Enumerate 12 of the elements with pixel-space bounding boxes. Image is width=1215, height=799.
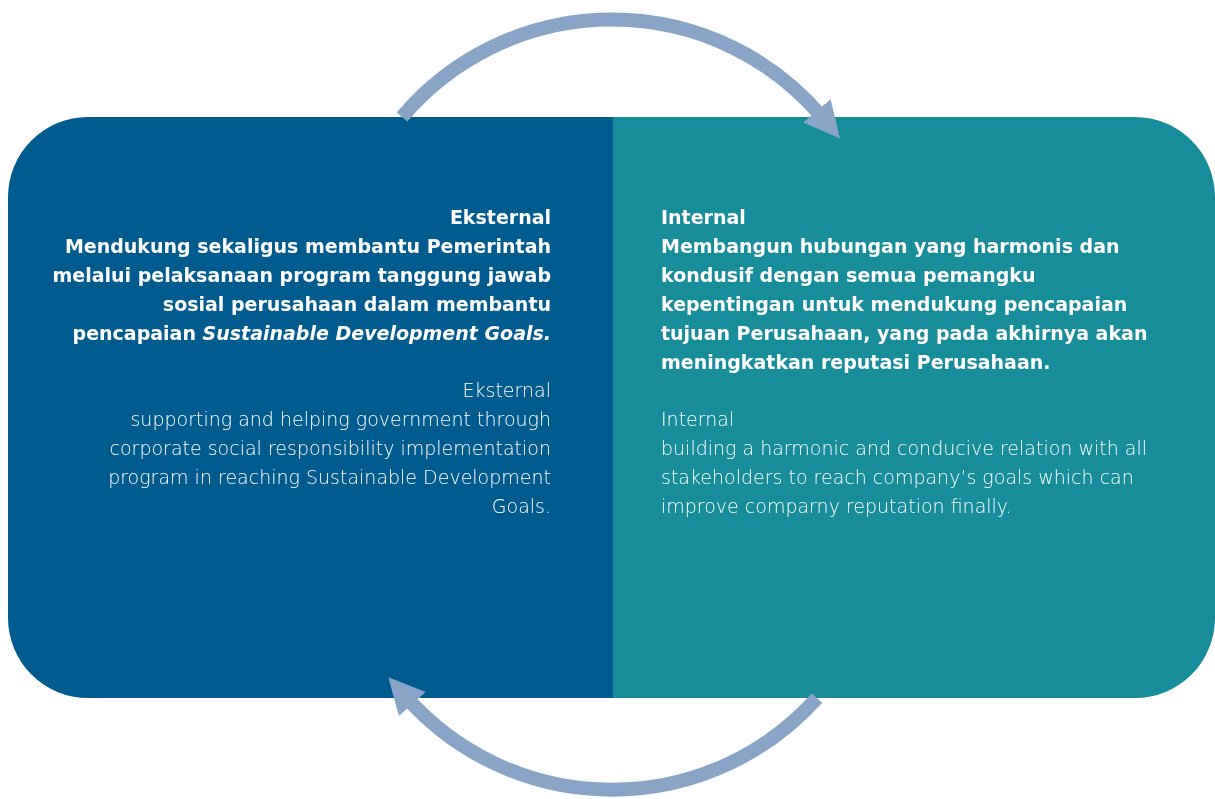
curved-arrow [387,678,822,797]
heading: Eksternal [462,378,551,403]
description: Membangun hubungan yang harmonis dan kondusif dengan semua pemangku kepentingan untuk mendukung pencapaian tujuan Perusahaan, yang pada akhirnya akan meningkatkan reputasi Perusahaan. [661,234,1149,375]
heading: Eksternal [449,205,551,230]
curved-arrow [396,12,842,138]
text-panel [8,117,613,698]
description: building a harmonic and conducive relation with all stakeholders to reach company’s goals which can improve comparny reputation finally. [661,436,1148,519]
heading: Internal [661,407,735,432]
description: Mendukung sekaligus membantu Pemerintah melalui pelaksanaan program tanggung jawab sosial perusahaan dalam membantu pencapaian Sustainable Development Goals. [51,234,551,346]
heading: Internal [661,205,746,230]
text-panel [613,117,1215,698]
description: supporting and helping government through corporate social responsibility implementation program in reaching Sustainable Development Goals. [107,407,551,519]
